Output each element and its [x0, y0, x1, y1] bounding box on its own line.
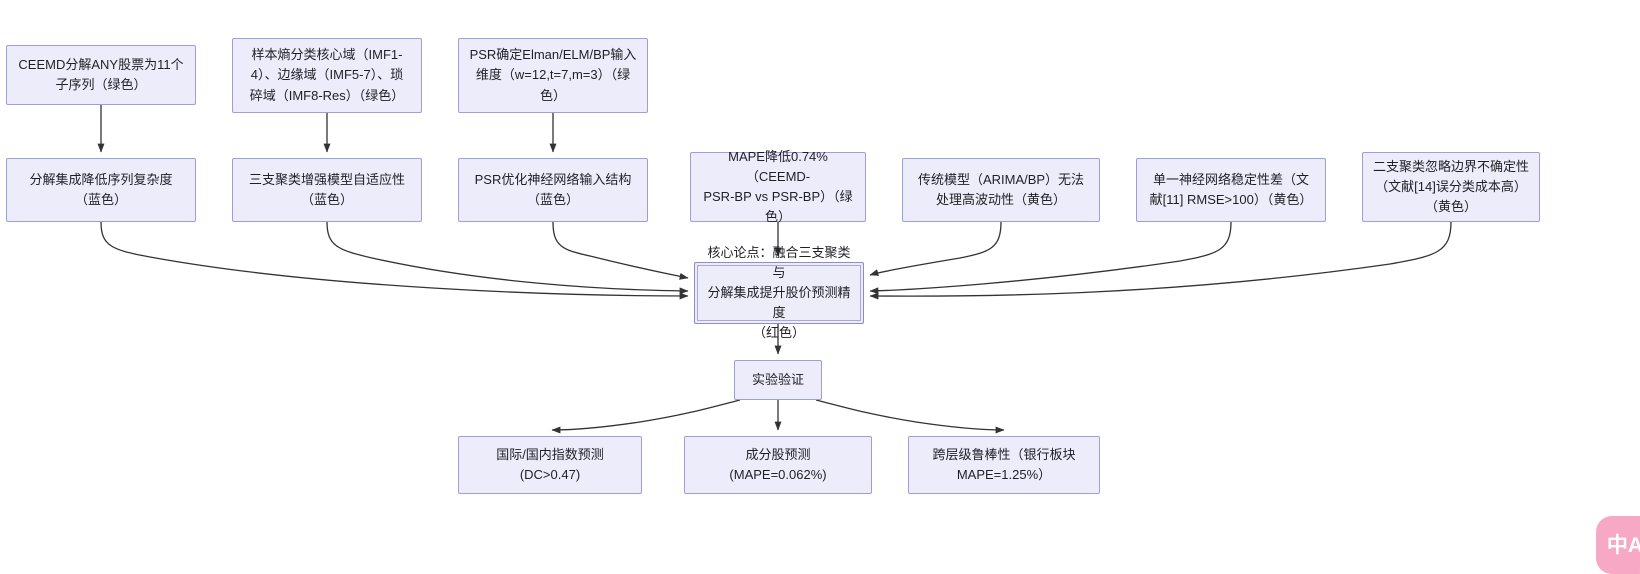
node-ceemd-decomposition[interactable]: CEEMD分解ANY股票为11个 子序列（绿色）	[6, 45, 196, 105]
node-label: CEEMD分解ANY股票为11个 子序列（绿色）	[18, 56, 184, 92]
node-label: 国际/国内指数预测 (DC>0.47)	[496, 446, 604, 482]
edge-n8-n11	[869, 221, 1002, 276]
node-label: 样本熵分类核心域（IMF1- 4）、边缘域（IMF5-7）、琐 碎域（IMF8-…	[249, 47, 405, 103]
watermark-badge: 中A	[1596, 516, 1640, 574]
node-traditional-model-limitation[interactable]: 传统模型（ARIMA/BP）无法 处理高波动性（黄色）	[902, 158, 1100, 222]
node-label: MAPE降低0.74%（CEEMD- PSR-BP vs PSR-BP）（绿 色…	[703, 148, 853, 225]
edge-n12-n15	[815, 399, 1005, 434]
node-index-forecast-result[interactable]: 国际/国内指数预测 (DC>0.47)	[458, 436, 642, 494]
node-experimental-validation[interactable]: 实验验证	[734, 360, 822, 400]
node-label: 分解集成降低序列复杂度 （蓝色）	[29, 171, 173, 207]
node-psr-optimizes-network-input[interactable]: PSR优化神经网络输入结构 （蓝色）	[458, 158, 648, 222]
node-core-thesis[interactable]: 核心论点：融合三支聚类与 分解集成提升股价预测精度 （红色）	[694, 245, 864, 340]
node-label: PSR确定Elman/ELM/BP输入 维度（w=12,t=7,m=3）（绿 色…	[469, 47, 637, 103]
node-label: 成分股预测 (MAPE=0.062%)	[729, 446, 827, 482]
edge-n4-n11	[100, 221, 689, 300]
edge-n5-n11	[326, 221, 689, 295]
edge-n9-n11	[869, 221, 1232, 295]
node-label: 核心论点：融合三支聚类与 分解集成提升股价预测精度 （红色）	[707, 244, 851, 341]
node-cross-level-robustness-result[interactable]: 跨层级鲁棒性（银行板块 MAPE=1.25%）	[908, 436, 1100, 494]
edge-n6-n11	[552, 221, 689, 280]
node-label: 单一神经网络稳定性差（文 献[11] RMSE>100）（黄色）	[1149, 171, 1313, 207]
edge-n12-n13	[551, 399, 741, 434]
node-label: PSR优化神经网络输入结构 （蓝色）	[474, 171, 632, 207]
node-label: 实验验证	[751, 371, 804, 387]
node-sample-entropy-classification[interactable]: 样本熵分类核心域（IMF1- 4）、边缘域（IMF5-7）、琐 碎域（IMF8-…	[232, 38, 422, 113]
edge-n10-n11	[869, 221, 1452, 300]
node-single-network-instability[interactable]: 单一神经网络稳定性差（文 献[11] RMSE>100）（黄色）	[1136, 158, 1326, 222]
watermark-label: 中A	[1606, 533, 1640, 557]
node-constituent-stock-forecast-result[interactable]: 成分股预测 (MAPE=0.062%)	[684, 436, 872, 494]
node-three-way-clustering-adaptivity[interactable]: 三支聚类增强模型自适应性 （蓝色）	[232, 158, 422, 222]
node-psr-input-dimension[interactable]: PSR确定Elman/ELM/BP输入 维度（w=12,t=7,m=3）（绿 色…	[458, 38, 648, 113]
node-decomposition-reduces-complexity[interactable]: 分解集成降低序列复杂度 （蓝色）	[6, 158, 196, 222]
node-two-way-clustering-limitation[interactable]: 二支聚类忽略边界不确定性 （文献[14]误分类成本高） （黄色）	[1362, 152, 1540, 222]
node-label: 二支聚类忽略边界不确定性 （文献[14]误分类成本高） （黄色）	[1372, 158, 1529, 215]
node-label: 三支聚类增强模型自适应性 （蓝色）	[248, 171, 405, 207]
node-mape-improvement-evidence[interactable]: MAPE降低0.74%（CEEMD- PSR-BP vs PSR-BP）（绿 色…	[690, 149, 866, 224]
node-label: 跨层级鲁棒性（银行板块 MAPE=1.25%）	[932, 446, 1076, 482]
node-label: 传统模型（ARIMA/BP）无法 处理高波动性（黄色）	[917, 171, 1085, 207]
